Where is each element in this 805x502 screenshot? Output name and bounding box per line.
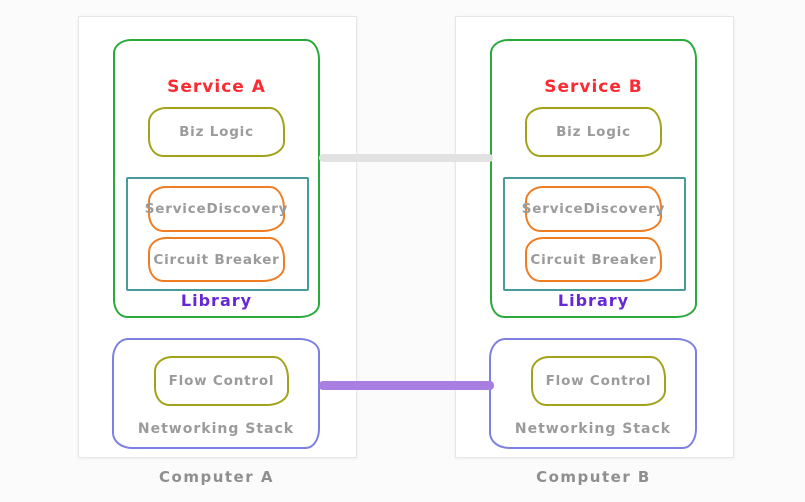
service-a-title: Service A — [167, 77, 266, 97]
flow-control-box-b: Flow Control — [531, 356, 666, 406]
networking-stack-label-b: Networking Stack — [514, 421, 672, 437]
biz-logic-box-b: Biz Logic — [525, 107, 662, 157]
library-label-a: Library — [180, 291, 253, 310]
flow-control-box-a: Flow Control — [154, 356, 289, 406]
circuit-breaker-box-a: Circuit Breaker — [148, 237, 285, 282]
biz-logic-box-a: Biz Logic — [148, 107, 285, 157]
library-box-b: ServiceDiscovery Circuit Breaker — [503, 177, 686, 291]
service-discovery-box-a: ServiceDiscovery — [145, 186, 287, 232]
circuit-breaker-box-b: Circuit Breaker — [525, 237, 662, 282]
computer-b-label: Computer B — [536, 468, 651, 486]
service-discovery-box-b: ServiceDiscovery — [522, 186, 664, 232]
networking-stack-box-b: Flow Control Networking Stack — [489, 338, 697, 449]
computer-a-card: Service A Biz Logic ServiceDiscovery Cir… — [78, 16, 357, 458]
service-b-box: Service B Biz Logic ServiceDiscovery Cir… — [490, 39, 697, 318]
computer-a-label: Computer A — [159, 468, 274, 486]
service-to-service-link — [319, 154, 493, 162]
library-label-b: Library — [557, 291, 630, 310]
service-b-title: Service B — [544, 77, 643, 97]
networking-stack-label-a: Networking Stack — [137, 421, 295, 437]
service-a-box: Service A Biz Logic ServiceDiscovery Cir… — [113, 39, 320, 318]
library-box-a: ServiceDiscovery Circuit Breaker — [126, 177, 309, 291]
networking-stack-box-a: Flow Control Networking Stack — [112, 338, 320, 449]
computer-b-card: Service B Biz Logic ServiceDiscovery Cir… — [455, 16, 734, 458]
network-to-network-link — [319, 381, 494, 390]
